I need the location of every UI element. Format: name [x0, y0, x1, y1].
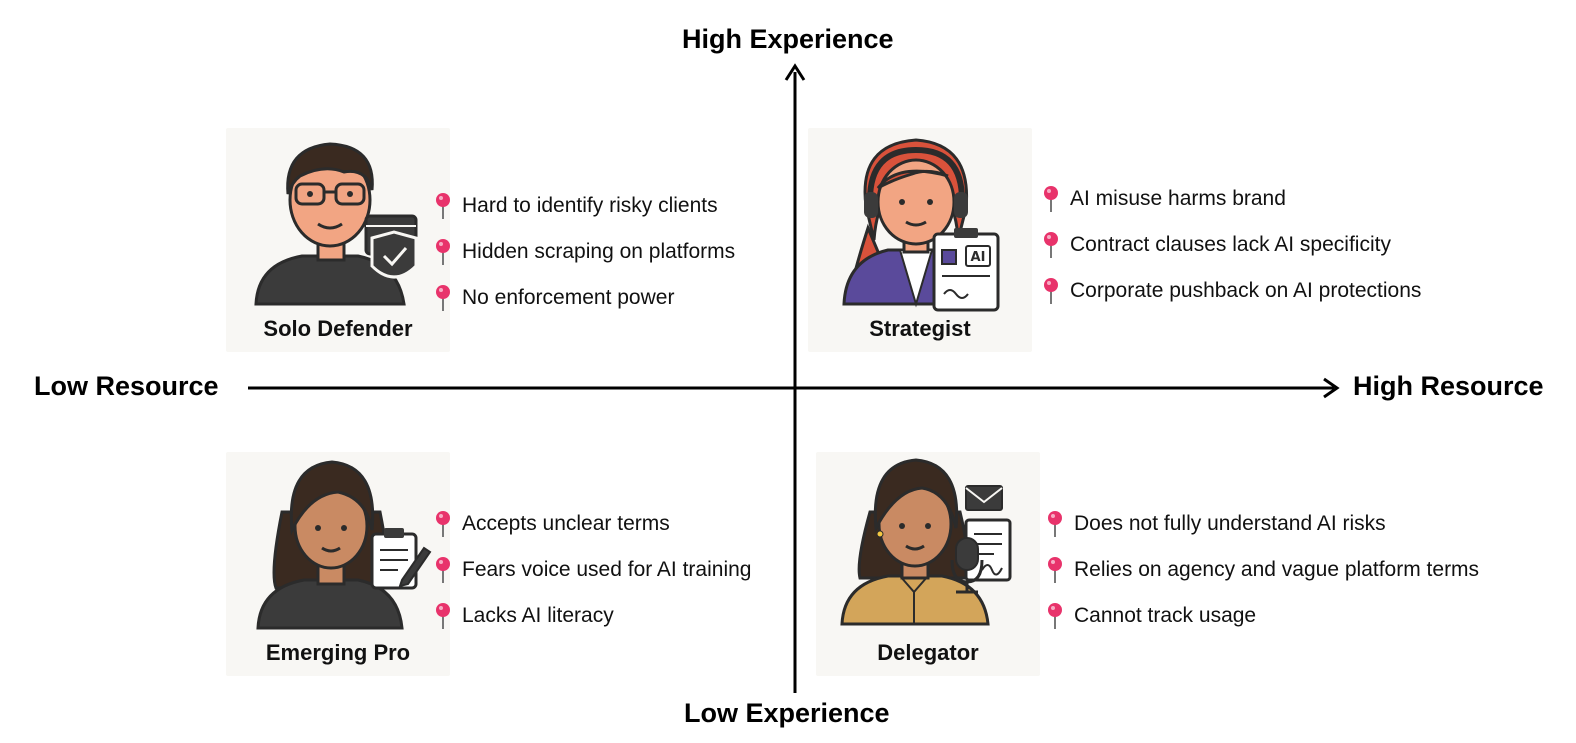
woman-headphones-clipboard-icon: AI	[842, 138, 1000, 312]
pain-point-text: Hidden scraping on platforms	[462, 240, 736, 263]
pushpin-icon	[436, 603, 450, 629]
pain-point-text: Accepts unclear terms	[462, 512, 670, 535]
pushpin-icon	[1048, 603, 1062, 629]
vertical-axis-arrowhead	[784, 63, 806, 81]
persona-card-delegator: Delegator	[816, 452, 1040, 676]
pain-point-text: Cannot track usage	[1074, 604, 1257, 627]
axis-label-low-experience: Low Experience	[684, 698, 890, 728]
pain-points-delegator: Does not fully understand AI risks Relie…	[1046, 501, 1479, 639]
persona-card-solo-defender: Solo Defender	[226, 128, 450, 352]
pushpin-icon	[436, 239, 450, 265]
list-item: Fears voice used for AI training	[434, 547, 751, 593]
pushpin-icon	[1044, 278, 1058, 304]
pain-point-text: Relies on agency and vague platform term…	[1074, 558, 1480, 581]
man-with-glasses-shield-icon	[254, 142, 418, 306]
axis-label-high-resource: High Resource	[1353, 371, 1544, 401]
pain-points-emerging-pro: Accepts unclear terms Fears voice used f…	[434, 501, 751, 639]
pain-point-text: No enforcement power	[462, 286, 675, 309]
pushpin-icon	[436, 511, 450, 537]
pain-point-text: Lacks AI literacy	[462, 604, 614, 627]
list-item: Corporate pushback on AI protections	[1042, 268, 1421, 314]
list-item: AI misuse harms brand	[1042, 176, 1421, 222]
pushpin-icon	[1044, 232, 1058, 258]
pain-points-strategist: AI misuse harms brand Contract clauses l…	[1042, 176, 1421, 314]
pushpin-icon	[436, 193, 450, 219]
list-item: Lacks AI literacy	[434, 593, 751, 639]
pushpin-icon	[1044, 186, 1058, 212]
axis-label-low-resource: Low Resource	[34, 371, 219, 401]
list-item: Cannot track usage	[1046, 593, 1479, 639]
pain-point-text: AI misuse harms brand	[1070, 187, 1286, 210]
pain-point-text: Contract clauses lack AI specificity	[1070, 233, 1391, 256]
list-item: Contract clauses lack AI specificity	[1042, 222, 1421, 268]
woman-clipboard-pen-icon	[256, 460, 432, 630]
pushpin-icon	[1048, 511, 1062, 537]
persona-card-strategist: AI Strategist	[808, 128, 1032, 352]
pain-point-text: Corporate pushback on AI protections	[1070, 279, 1422, 302]
persona-name-strategist: Strategist	[869, 316, 971, 341]
list-item: Accepts unclear terms	[434, 501, 751, 547]
pain-points-solo-defender: Hard to identify risky clients Hidden sc…	[434, 183, 735, 321]
persona-name-delegator: Delegator	[877, 640, 979, 665]
axis-label-high-experience: High Experience	[682, 24, 894, 54]
list-item: Relies on agency and vague platform term…	[1046, 547, 1479, 593]
persona-card-emerging-pro: Emerging Pro	[226, 452, 450, 676]
woman-microphone-document-icon	[840, 458, 1012, 626]
pushpin-icon	[436, 285, 450, 311]
pain-point-text: Hard to identify risky clients	[462, 194, 718, 217]
pain-point-text: Does not fully understand AI risks	[1074, 512, 1386, 535]
pushpin-icon	[1048, 557, 1062, 583]
pain-point-text: Fears voice used for AI training	[462, 558, 752, 581]
persona-name-emerging-pro: Emerging Pro	[265, 640, 411, 665]
list-item: Does not fully understand AI risks	[1046, 501, 1479, 547]
persona-name-solo-defender: Solo Defender	[263, 316, 413, 341]
pushpin-icon	[436, 557, 450, 583]
list-item: Hidden scraping on platforms	[434, 229, 735, 275]
list-item: No enforcement power	[434, 275, 735, 321]
svg-text:AI: AI	[971, 250, 986, 265]
list-item: Hard to identify risky clients	[434, 183, 735, 229]
horizontal-axis-arrowhead	[1323, 377, 1340, 399]
